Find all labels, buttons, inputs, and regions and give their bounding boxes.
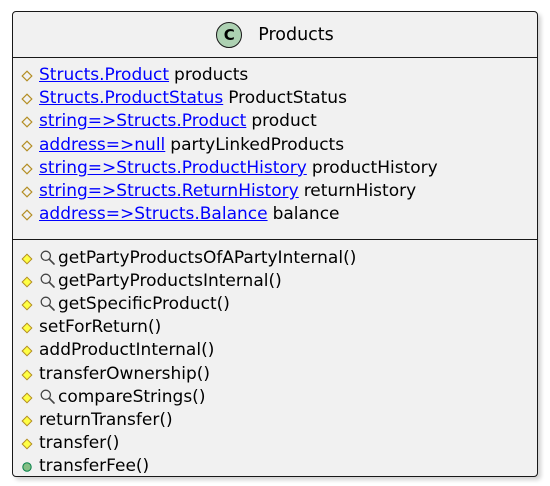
- attribute-name: ProductStatus: [228, 87, 347, 108]
- attribute-type-link[interactable]: Structs.ProductStatus: [39, 87, 224, 108]
- protected-visibility-icon: [20, 367, 34, 381]
- method-name: addProductInternal(): [39, 340, 215, 361]
- protected-visibility-icon: [20, 91, 34, 105]
- method-name: setForReturn(): [39, 317, 162, 338]
- protected-visibility-icon: [20, 320, 34, 334]
- method-name: getSpecificProduct(): [58, 293, 230, 314]
- attribute-name: products: [174, 64, 249, 85]
- method-name: transferOwnership(): [39, 363, 211, 384]
- method-row: transfer(): [13, 432, 537, 455]
- method-row: setForReturn(): [13, 316, 537, 339]
- protected-visibility-icon: [20, 390, 34, 404]
- attribute-type-link[interactable]: Structs.Product: [39, 64, 170, 85]
- method-name: transferFee(): [39, 456, 150, 477]
- class-header: C Products: [13, 12, 537, 58]
- view-magnifier-icon: [39, 249, 56, 266]
- protected-visibility-icon: [20, 343, 34, 357]
- view-magnifier-icon: [39, 272, 56, 289]
- attribute-name: balance: [272, 204, 340, 225]
- protected-visibility-icon: [20, 297, 34, 311]
- method-row: compareStrings(): [13, 385, 537, 408]
- attribute-name: productHistory: [311, 157, 438, 178]
- attribute-name: returnHistory: [303, 181, 417, 202]
- view-magnifier-icon: [39, 295, 56, 312]
- method-row: transferOwnership(): [13, 362, 537, 385]
- protected-visibility-icon: [20, 274, 34, 288]
- methods-compartment: getPartyProductsOfAPartyInternal()getPar…: [13, 240, 537, 478]
- protected-visibility-icon: [20, 68, 34, 82]
- method-name: returnTransfer(): [39, 409, 173, 430]
- attribute-type-link[interactable]: string=>Structs.Product: [39, 111, 247, 132]
- method-name: compareStrings(): [58, 386, 206, 407]
- method-name: getPartyProductsInternal(): [58, 270, 282, 291]
- method-row: getPartyProductsOfAPartyInternal(): [13, 246, 537, 269]
- protected-visibility-icon: [20, 413, 34, 427]
- method-row: transferFee(): [13, 455, 537, 478]
- protected-visibility-icon: [20, 436, 34, 450]
- attribute-type-link[interactable]: address=>null: [39, 134, 166, 155]
- class-name: Products: [258, 24, 334, 45]
- view-magnifier-icon: [39, 388, 56, 405]
- method-name: transfer(): [39, 433, 120, 454]
- method-row: returnTransfer(): [13, 408, 537, 431]
- method-name: getPartyProductsOfAPartyInternal(): [58, 247, 357, 268]
- class-stereotype-icon: C: [216, 21, 243, 48]
- method-row: getPartyProductsInternal(): [13, 269, 537, 292]
- attribute-name: partyLinkedProducts: [170, 134, 345, 155]
- public-visibility-icon: [20, 459, 34, 473]
- attribute-type-link[interactable]: string=>Structs.ReturnHistory: [39, 181, 299, 202]
- protected-visibility-icon: [20, 114, 34, 128]
- attribute-name: product: [251, 111, 317, 132]
- method-row: addProductInternal(): [13, 339, 537, 362]
- attribute-type-link[interactable]: address=>Structs.Balance: [39, 204, 268, 225]
- protected-visibility-icon: [20, 184, 34, 198]
- method-row: getSpecificProduct(): [13, 292, 537, 315]
- attribute-type-link[interactable]: string=>Structs.ProductHistory: [39, 157, 307, 178]
- protected-visibility-icon: [20, 207, 34, 222]
- protected-visibility-icon: [20, 161, 34, 175]
- protected-visibility-icon: [20, 138, 34, 152]
- protected-visibility-icon: [20, 251, 34, 265]
